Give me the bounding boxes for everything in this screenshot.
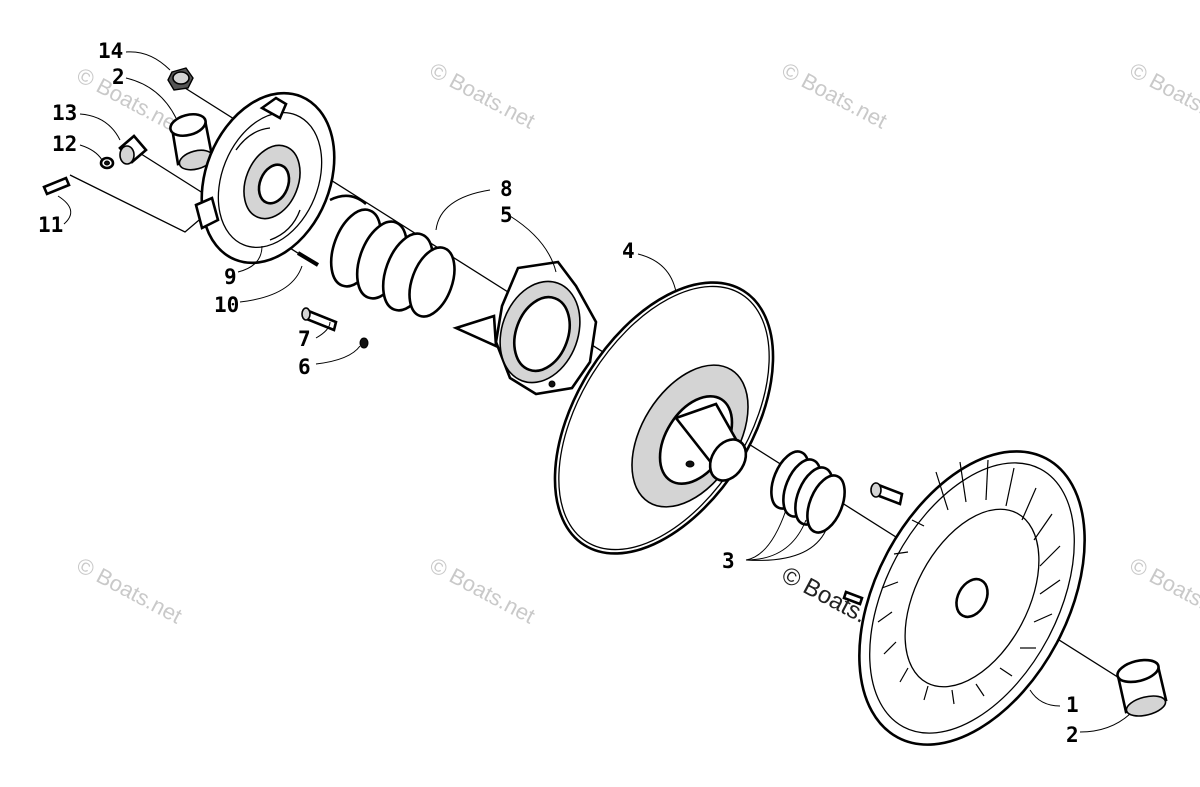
part-labels: 14 2 13 12 11 8 5 9 10 7 6 4 3 1 2: [38, 39, 1079, 747]
part-bolt-7: [301, 307, 338, 332]
label-part-10: 10: [214, 293, 239, 317]
watermark: © Boats.net: [426, 552, 540, 628]
label-part-4: 4: [622, 239, 635, 263]
watermark: © Boats.net: [426, 57, 540, 133]
label-part-11: 11: [38, 213, 63, 237]
label-part-1: 1: [1066, 693, 1079, 717]
label-part-13: 13: [52, 101, 77, 125]
part-spring-8: [329, 194, 456, 318]
watermark: © Boats.net: [1126, 57, 1200, 133]
label-part-5: 5: [500, 203, 513, 227]
watermark: © Boats.net: [1126, 552, 1200, 628]
part-cam-plate: [194, 91, 336, 265]
part-sheave-4: [553, 281, 775, 555]
part-roller-13: [118, 134, 148, 165]
part-pin-10: [296, 251, 320, 267]
part-spring-3: [770, 450, 846, 534]
part-bushing-2-top: [169, 112, 214, 171]
part-pin-11: [42, 176, 71, 196]
part-nut-6: [359, 337, 369, 349]
label-part-6: 6: [298, 355, 311, 379]
label-part-3: 3: [722, 549, 735, 573]
leader-lines: [57, 51, 1131, 733]
part-bushing-2-bottom: [1116, 658, 1168, 717]
part-washer-12: [99, 156, 115, 170]
label-part-12: 12: [52, 132, 77, 156]
part-sheave-1: [842, 450, 1086, 746]
label-part-2: 2: [1066, 723, 1079, 747]
watermark: © Boats.net: [778, 57, 892, 133]
watermark: © Boats.net: [73, 552, 187, 628]
part-helix-5: [452, 260, 598, 396]
label-part-9: 9: [224, 265, 237, 289]
label-part-2: 2: [112, 65, 125, 89]
label-part-14: 14: [98, 39, 123, 63]
label-part-7: 7: [298, 327, 311, 351]
label-part-8: 8: [500, 177, 513, 201]
part-nut-14: [167, 67, 194, 91]
watermark: © Boats.net: [73, 62, 187, 138]
